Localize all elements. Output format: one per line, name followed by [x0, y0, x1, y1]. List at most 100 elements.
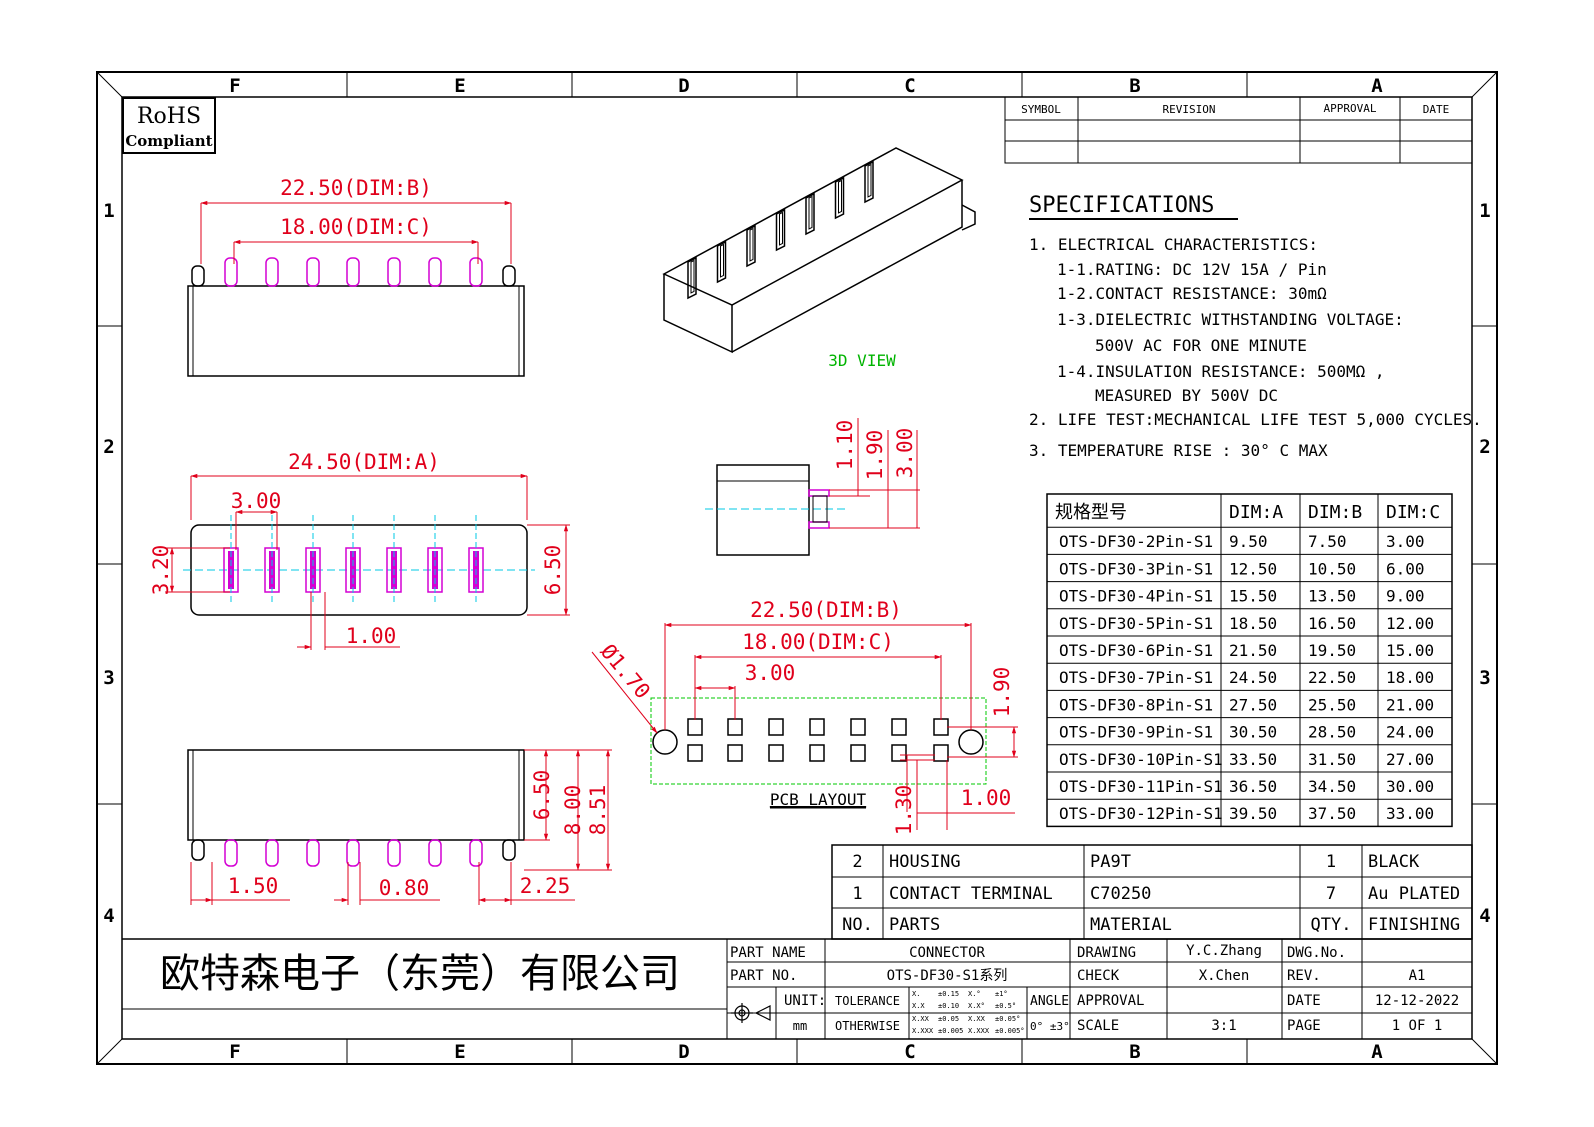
pin [428, 257, 442, 287]
bom-cell: BLACK [1368, 852, 1420, 872]
bom-cell: PA9T [1090, 852, 1131, 872]
dim-table-cell: 33.50 [1229, 750, 1277, 769]
part-no: OTS-DF30-S1系列 [887, 968, 1008, 984]
pad [727, 718, 743, 736]
iso-slot-inner [690, 259, 695, 294]
iso-view [662, 147, 976, 354]
pin [306, 257, 320, 287]
pad [809, 744, 825, 762]
dim-table-cell: OTS-DF30-10Pin-S1 [1059, 750, 1223, 769]
tol-cell: ±0.005° [995, 1027, 1025, 1035]
col-label-bottom: E [454, 1041, 465, 1063]
spec-line: 2. LIFE TEST:MECHANICAL LIFE TEST 5,000 … [1029, 410, 1482, 429]
pad [850, 718, 866, 736]
drawing-label: DRAWING [1077, 945, 1136, 961]
pcb-pad: 1.30 [892, 785, 916, 836]
bottom-h2: 8.00 [561, 785, 585, 836]
dim-table-cell: 36.50 [1229, 777, 1277, 796]
spec-line: 3. TEMPERATURE RISE : 30° C MAX [1029, 441, 1328, 460]
date-value: 12-12-2022 [1375, 993, 1459, 1009]
bottom-view: 6.50 8.00 8.51 1.50 0.80 2.25 [187, 749, 612, 905]
sheet-frame [96, 71, 1498, 1065]
dim-table-cell: 24.00 [1386, 723, 1434, 742]
pcb-dim-c: 18.00(DIM:C) [742, 630, 894, 654]
pin [428, 839, 442, 867]
bom-cell: Au PLATED [1368, 884, 1460, 904]
dim-table-cell: 15.00 [1386, 641, 1434, 660]
dim-table-cell: OTS-DF30-6Pin-S1 [1059, 641, 1213, 660]
pin [306, 839, 320, 867]
dim-table-cell: 13.50 [1308, 587, 1356, 606]
side-d2: 1.90 [863, 430, 887, 481]
bottom-h3: 8.51 [586, 785, 610, 836]
pad [687, 744, 703, 762]
rev-label: REV. [1287, 968, 1321, 984]
dim-table-cell: 9.00 [1386, 587, 1425, 606]
dim-table-cell: OTS-DF30-2Pin-S1 [1059, 532, 1213, 551]
tol-cell: X.° [968, 990, 981, 998]
spec-line: 1-3.DIELECTRIC WITHSTANDING VOLTAGE: [1057, 310, 1404, 329]
bom-cell: PARTS [889, 915, 940, 935]
tol-cell: ±0.5° [995, 1002, 1016, 1010]
bom-cell: 1 [852, 884, 862, 904]
iso-slot [775, 208, 786, 252]
bom-cell: HOUSING [889, 852, 961, 872]
pad [933, 744, 949, 762]
dim-table-cell: OTS-DF30-7Pin-S1 [1059, 668, 1213, 687]
tol-cell: X.XX [912, 1015, 930, 1023]
tol-cell: X.XXX [968, 1027, 990, 1035]
row-label-right: 3 [1479, 667, 1490, 689]
top-dim-c: 18.00(DIM:C) [280, 215, 432, 239]
iso-slot-inner [838, 179, 842, 214]
dim-table-cell: 34.50 [1308, 777, 1356, 796]
iso-slot [864, 160, 874, 204]
end-post [502, 265, 516, 287]
front-dim-a: 24.50(DIM:A) [288, 450, 440, 474]
row-label-left: 1 [103, 200, 114, 222]
bottom-h1: 6.50 [530, 770, 554, 821]
pcb-pitch: 3.00 [745, 661, 796, 685]
tolerance-label: TOLERANCE [835, 994, 900, 1008]
pad [768, 744, 784, 762]
dim-table-cell: 16.50 [1308, 614, 1356, 633]
rev-header-approval: APPROVAL [1324, 102, 1377, 115]
pin [469, 257, 483, 287]
frame-labels: F E D C B A F E D C B A 1 2 3 4 1 2 3 4 [103, 75, 1490, 1063]
tol-cell: ±0.10 [938, 1002, 959, 1010]
dim-table-cell: 31.50 [1308, 750, 1356, 769]
tol-cell: X.XXX [912, 1027, 934, 1035]
pcb-label: PCB LAYOUT [770, 790, 867, 809]
dim-table-cell: 27.00 [1386, 750, 1434, 769]
iso-slot [834, 176, 845, 220]
tol-cell: ±0.05 [938, 1015, 959, 1023]
pad [727, 744, 743, 762]
dim-table-cell: 12.50 [1229, 559, 1277, 578]
tol-cell: ±0.05° [995, 1015, 1020, 1023]
pad [891, 744, 907, 762]
angle-value: 0° ±3° [1030, 1020, 1070, 1033]
row-label-left: 3 [103, 667, 114, 689]
title-block-text: 欧特森电子（东莞）有限公司 PART NAME CONNECTOR PART N… [160, 943, 1459, 1035]
iso-slot [746, 224, 756, 268]
bottom-pins [191, 839, 516, 867]
dim-table-cell: 7.50 [1308, 532, 1347, 551]
check-label: CHECK [1077, 968, 1120, 984]
dim-table-cell: 25.50 [1308, 695, 1356, 714]
rohs-subtitle: Compliant [125, 132, 212, 150]
iso-slot [805, 192, 815, 236]
table-outline [1046, 493, 1453, 828]
col-label-bottom: F [229, 1041, 240, 1063]
check-value: X.Chen [1199, 968, 1250, 984]
dim-table-cell: 19.50 [1308, 641, 1356, 660]
rohs-title: RoHS [137, 104, 201, 129]
col-label-bottom: D [678, 1041, 689, 1063]
dim-table-cell: 6.00 [1386, 559, 1425, 578]
part-name: CONNECTOR [909, 945, 985, 961]
pcb-dim-b: 22.50(DIM:B) [750, 598, 902, 622]
dim-table-cell: OTS-DF30-8Pin-S1 [1059, 695, 1213, 714]
end-post [191, 839, 205, 861]
tol-cell: X.XX [968, 1015, 986, 1023]
